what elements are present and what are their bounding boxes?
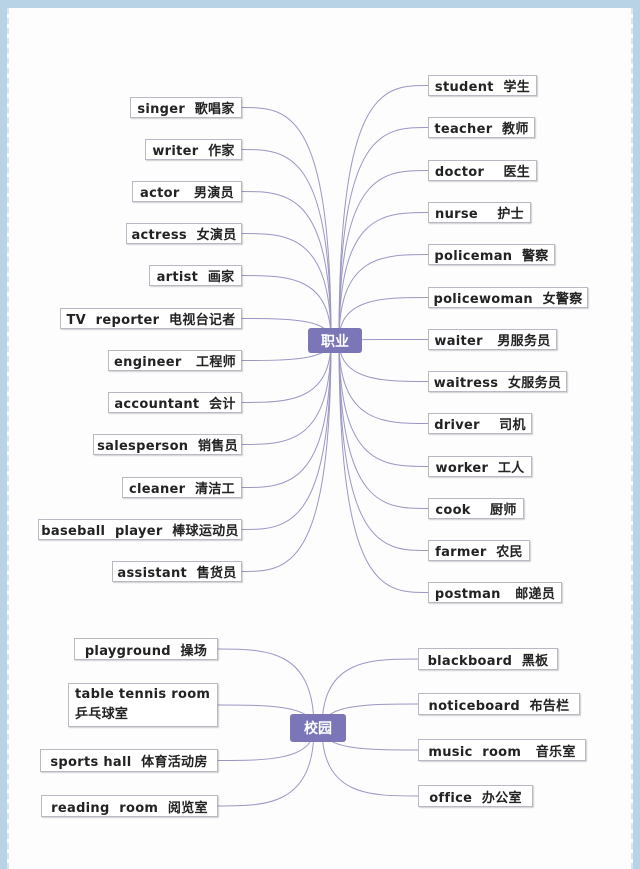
node-noticeboard: noticeboard 布告栏 — [418, 693, 580, 715]
connector-left-8 — [241, 340, 332, 445]
connector-right-5 — [338, 297, 429, 341]
connector-right-12 — [338, 340, 429, 593]
node-artist: artist 画家 — [149, 265, 242, 286]
node-cleaner: cleaner 清洁工 — [122, 477, 242, 498]
node-actor: actor 男演员 — [132, 181, 242, 202]
connector-left-7 — [241, 340, 332, 403]
node-waiter: waiter 男服务员 — [428, 329, 557, 350]
node-policewoman: policewoman 女警察 — [428, 287, 588, 308]
connector-right-3 — [321, 727, 419, 797]
node-worker: worker 工人 — [428, 456, 532, 477]
node-blackboard: blackboard 黑板 — [418, 648, 558, 670]
connector-right-0 — [321, 658, 419, 729]
node-farmer: farmer 农民 — [428, 540, 530, 561]
node-baseball-player: baseball player 棒球运动员 — [38, 519, 242, 540]
node-cook: cook 厨师 — [428, 498, 524, 519]
connector-right-1 — [338, 127, 429, 341]
connector-right-9 — [338, 340, 429, 467]
connector-left-9 — [241, 340, 332, 488]
connector-left-1 — [241, 149, 332, 341]
node-writer: writer 作家 — [145, 139, 242, 160]
node-table-tennis-room: table tennis room 乒乓球室 — [68, 683, 218, 727]
node-reading-room: reading room 阅览室 — [41, 795, 218, 817]
connector-right-8 — [338, 340, 429, 424]
connector-right-0 — [338, 85, 429, 341]
connector-left-4 — [241, 275, 332, 341]
node-accountant: accountant 会计 — [108, 392, 242, 413]
node-office: office 办公室 — [418, 785, 533, 807]
node-table-tennis-room-en: table tennis room — [75, 687, 211, 702]
node-music-room: music room 音乐室 — [418, 739, 586, 761]
node-actress: actress 女演员 — [126, 223, 242, 244]
node-driver: driver 司机 — [428, 413, 532, 434]
hub-campus: 校园 — [290, 714, 346, 742]
node-nurse: nurse 护士 — [428, 202, 531, 223]
node-waitress: waitress 女服务员 — [428, 371, 567, 392]
connector-left-11 — [241, 340, 332, 572]
connector-left-0 — [241, 107, 332, 341]
node-engineer: engineer 工程师 — [108, 350, 242, 371]
node-policeman: policeman 警察 — [428, 244, 555, 265]
connector-left-2 — [241, 191, 332, 341]
node-student: student 学生 — [428, 75, 537, 96]
connector-left-3 — [217, 727, 315, 807]
hub-occupation: 职业 — [308, 328, 362, 353]
connector-left-0 — [217, 648, 315, 729]
connector-left-3 — [241, 233, 332, 341]
connector-left-10 — [241, 340, 332, 530]
node-table-tennis-room-cn: 乒乓球室 — [75, 707, 129, 722]
node-postman: postman 邮递员 — [428, 582, 562, 603]
connector-right-11 — [338, 340, 429, 551]
node-teacher: teacher 教师 — [428, 117, 535, 138]
node-singer: singer 歌唱家 — [130, 97, 242, 118]
node-assistant: assistant 售货员 — [112, 561, 242, 582]
node-playground: playground 操场 — [74, 638, 218, 660]
connector-right-4 — [338, 254, 429, 341]
node-salesperson: salesperson 销售员 — [93, 434, 242, 455]
connector-right-2 — [338, 170, 429, 341]
connector-right-3 — [338, 212, 429, 341]
node-tv-reporter: TV reporter 电视台记者 — [60, 308, 242, 329]
node-doctor: doctor 医生 — [428, 160, 537, 181]
connector-right-10 — [338, 340, 429, 509]
node-sports-hall: sports hall 体育活动房 — [40, 749, 218, 772]
